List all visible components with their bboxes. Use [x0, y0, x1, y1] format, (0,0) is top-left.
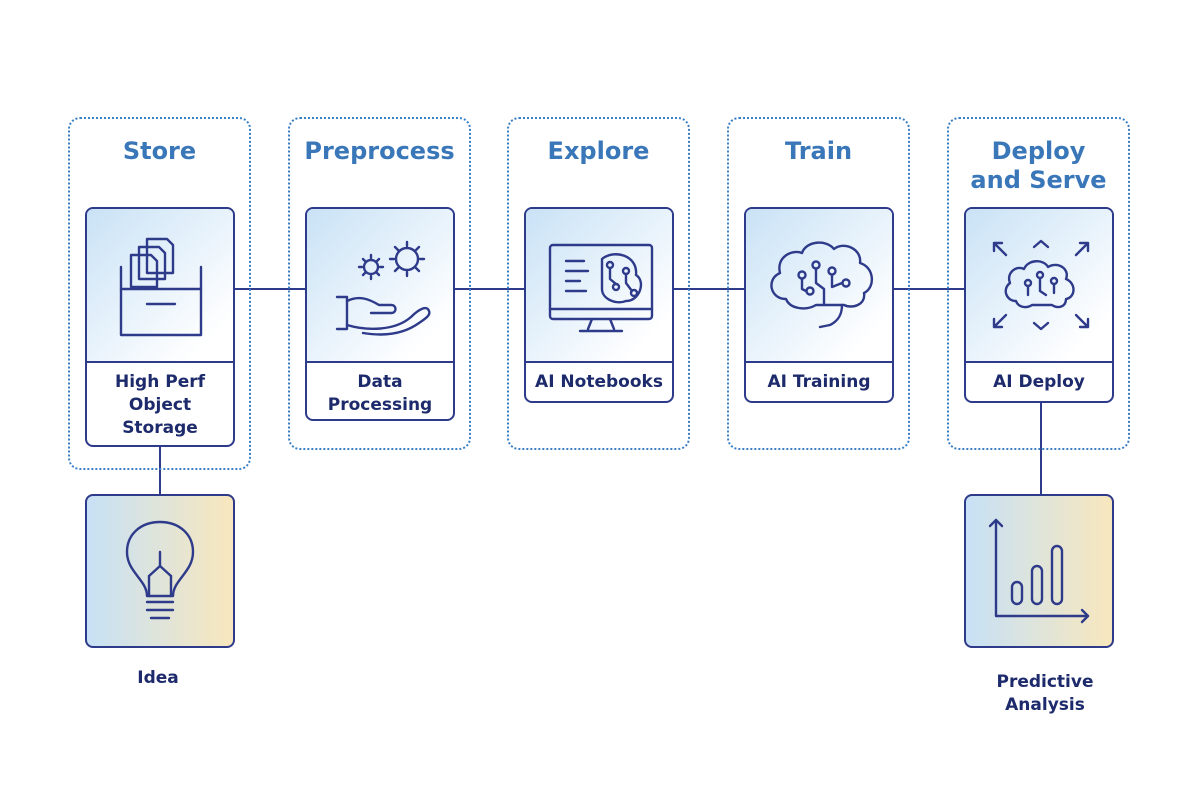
monitor-notebook-icon — [548, 243, 654, 333]
card-icon-area — [526, 209, 672, 363]
connector-idea-store — [159, 446, 161, 496]
stage-deploy-box — [947, 117, 1130, 450]
stage-preprocess-box — [288, 117, 471, 450]
stage-explore-box — [507, 117, 690, 450]
card-object-storage: High Perf Object Storage — [85, 207, 235, 447]
connector-explore-train — [673, 288, 745, 290]
card-data-processing: Data Processing — [305, 207, 455, 421]
stage-store-box — [68, 117, 251, 470]
stage-deploy-title: Deploy and Serve — [970, 137, 1107, 194]
storage-box-icon — [119, 237, 203, 337]
lightbulb-icon — [125, 520, 195, 620]
card-ai-notebooks: AI Notebooks — [524, 207, 674, 403]
card-ai-deploy: AI Deploy — [964, 207, 1114, 403]
connector-train-deploy — [893, 288, 965, 290]
stage-train-title: Train — [784, 137, 853, 165]
card-label: AI Training — [767, 372, 871, 392]
card-icon-area — [87, 209, 233, 363]
stage-train-box — [727, 117, 910, 450]
card-icon-area — [966, 209, 1112, 363]
card-label: AI Notebooks — [535, 372, 663, 392]
predictive-analysis-label: Predictive Analysis — [996, 672, 1094, 715]
card-label: Data Processing — [327, 372, 433, 415]
brain-circuit-icon — [770, 241, 873, 329]
stage-store-title: Store — [122, 137, 197, 165]
bar-chart-icon — [988, 518, 1090, 624]
predictive-analysis-box — [964, 494, 1114, 648]
connector-preprocess-explore — [453, 288, 525, 290]
stage-preprocess-title: Preprocess — [304, 137, 455, 165]
card-icon-area — [746, 209, 892, 363]
idea-box — [85, 494, 235, 648]
connector-store-preprocess — [234, 288, 306, 290]
hand-gears-icon — [335, 240, 431, 336]
idea-label: Idea — [137, 668, 179, 688]
card-icon-area — [307, 209, 453, 363]
card-label: AI Deploy — [993, 372, 1085, 392]
stage-explore-title: Explore — [547, 137, 650, 165]
card-ai-training: AI Training — [744, 207, 894, 403]
brain-expand-icon — [992, 239, 1090, 331]
card-label: High Perf Object Storage — [114, 372, 205, 438]
